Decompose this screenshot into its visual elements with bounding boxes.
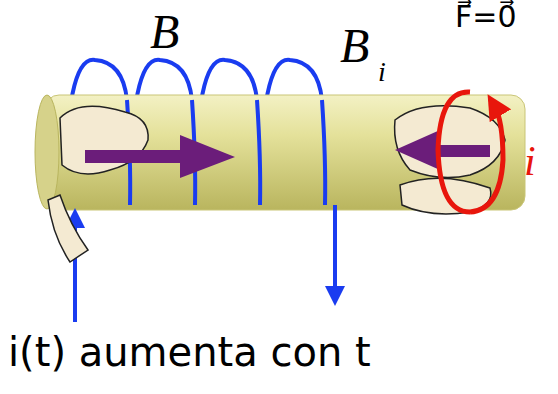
caption-note: i(t) aumenta con t xyxy=(8,332,371,372)
induced-field-label: B xyxy=(340,22,369,70)
current-label: i xyxy=(524,140,536,182)
induced-current-loop xyxy=(438,92,470,212)
field-arrow xyxy=(85,135,235,178)
field-label: B xyxy=(150,8,179,56)
coil-winding xyxy=(322,100,325,205)
induced-field-arrow xyxy=(395,130,490,170)
induced-current-arrow xyxy=(470,105,503,212)
field-subscript: i xyxy=(378,58,386,86)
force-label: F⃗=0⃗ xyxy=(455,2,516,32)
coil-winding xyxy=(257,100,260,205)
lead-wire xyxy=(333,205,337,296)
